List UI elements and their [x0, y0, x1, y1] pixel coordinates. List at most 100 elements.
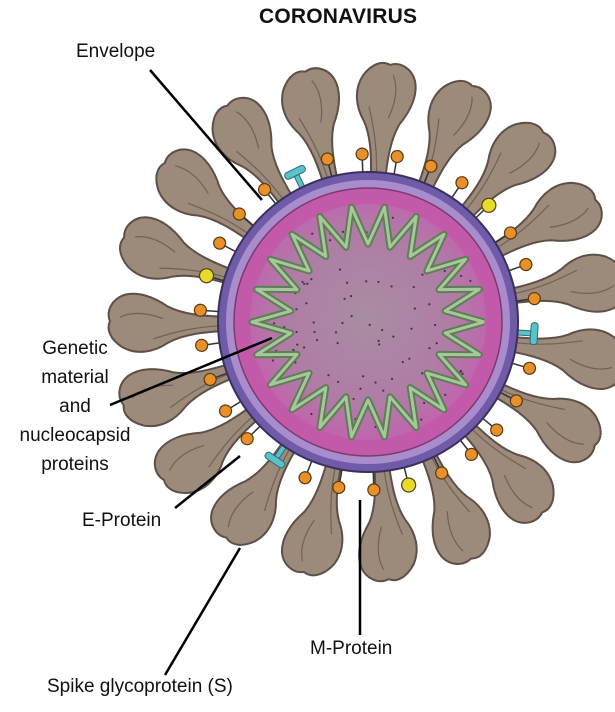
spike-head	[458, 417, 555, 524]
spike-texture	[431, 457, 471, 552]
protein-head	[213, 236, 227, 250]
spike-texture	[515, 269, 614, 295]
speckle	[413, 307, 416, 310]
spike-glycoprotein	[211, 96, 297, 211]
speckle	[421, 372, 424, 375]
protein-head	[198, 268, 215, 284]
spike-glycoprotein	[119, 216, 239, 286]
speckle	[428, 303, 431, 306]
spike-head	[455, 121, 557, 224]
he-cap	[529, 322, 539, 346]
speckle	[420, 418, 423, 421]
spike-head	[153, 402, 265, 494]
speckle	[341, 230, 345, 233]
spike-texture	[377, 471, 404, 570]
spike-glycoprotein	[355, 61, 417, 184]
speckle	[374, 381, 377, 384]
spike-head	[358, 459, 418, 583]
speckle	[392, 335, 395, 338]
spike-head	[355, 61, 417, 184]
speckle	[341, 321, 344, 325]
speckle	[421, 273, 424, 276]
spike-texture	[236, 111, 284, 199]
speckle	[311, 232, 314, 235]
rna-helix-highlight	[250, 205, 485, 439]
speckle	[334, 331, 338, 334]
spike-glycoprotein	[455, 121, 557, 224]
label-genetic-line-4: nucleocapsid	[19, 425, 131, 446]
protein-head	[218, 404, 233, 418]
speckle	[401, 360, 404, 364]
spike-glycoprotein	[358, 459, 418, 583]
spike-glycoprotein	[280, 455, 344, 577]
label-m-protein: M-Protein	[310, 638, 393, 659]
m-protein	[390, 149, 404, 183]
protein-head	[203, 372, 217, 387]
speckle	[303, 346, 306, 349]
spike-texture	[466, 142, 541, 210]
protein-head	[481, 197, 497, 213]
speckle	[305, 302, 308, 305]
speckle	[377, 280, 380, 284]
speckle	[310, 278, 313, 281]
m-protein	[429, 449, 449, 480]
label-genetic-material: Genetic material and nucleocapsid protei…	[0, 338, 150, 476]
protein-head	[527, 292, 541, 306]
protein-head	[503, 226, 518, 240]
spike-texture	[301, 468, 336, 562]
speckle	[349, 295, 353, 298]
envelope-leader-line	[149, 69, 263, 201]
label-envelope: Envelope	[76, 41, 156, 62]
spike-head	[211, 96, 297, 211]
speckle	[306, 282, 309, 285]
speckle	[313, 330, 316, 334]
speckle	[428, 347, 431, 350]
speckle	[345, 281, 349, 284]
spike-glycoprotein	[107, 292, 230, 353]
spike-head	[280, 455, 344, 577]
speckle	[365, 280, 368, 283]
speckle	[435, 342, 438, 345]
m-protein	[232, 207, 260, 232]
protein-head	[257, 183, 272, 197]
speckle	[336, 341, 339, 345]
protein-head	[519, 257, 533, 272]
speckle	[408, 357, 411, 360]
protein-head	[455, 176, 469, 190]
protein-head	[509, 394, 523, 408]
spike-texture	[497, 204, 589, 248]
protein-head	[464, 447, 479, 461]
speckle	[390, 285, 393, 288]
speckle	[295, 330, 298, 334]
diagram-title: CORONAVIRUS	[259, 5, 418, 28]
he-cap	[284, 164, 306, 180]
speckle	[390, 377, 394, 380]
speckle	[412, 285, 415, 289]
speckle	[359, 387, 362, 390]
speckle	[391, 216, 394, 219]
label-genetic-line-2: material	[41, 367, 109, 388]
speckle	[310, 412, 313, 416]
spike-texture	[175, 165, 248, 234]
speckle	[434, 323, 437, 327]
m-protein	[320, 152, 335, 185]
protein-head	[490, 423, 504, 437]
protein-head	[240, 432, 254, 446]
speckle	[444, 393, 447, 396]
speckle	[443, 269, 446, 272]
speckle	[329, 239, 332, 242]
speckle	[316, 338, 319, 342]
speckle	[350, 315, 353, 318]
spike-texture	[298, 79, 328, 178]
spike-texture	[119, 312, 219, 340]
protein-head	[435, 466, 449, 480]
protein-head	[195, 338, 209, 352]
speckle	[410, 327, 413, 330]
spike-texture	[134, 236, 226, 278]
speckle	[327, 374, 330, 377]
protein-head	[390, 149, 404, 164]
speckle	[273, 322, 276, 325]
speckle	[368, 323, 371, 326]
speckle	[381, 328, 384, 332]
speckle	[422, 401, 426, 405]
